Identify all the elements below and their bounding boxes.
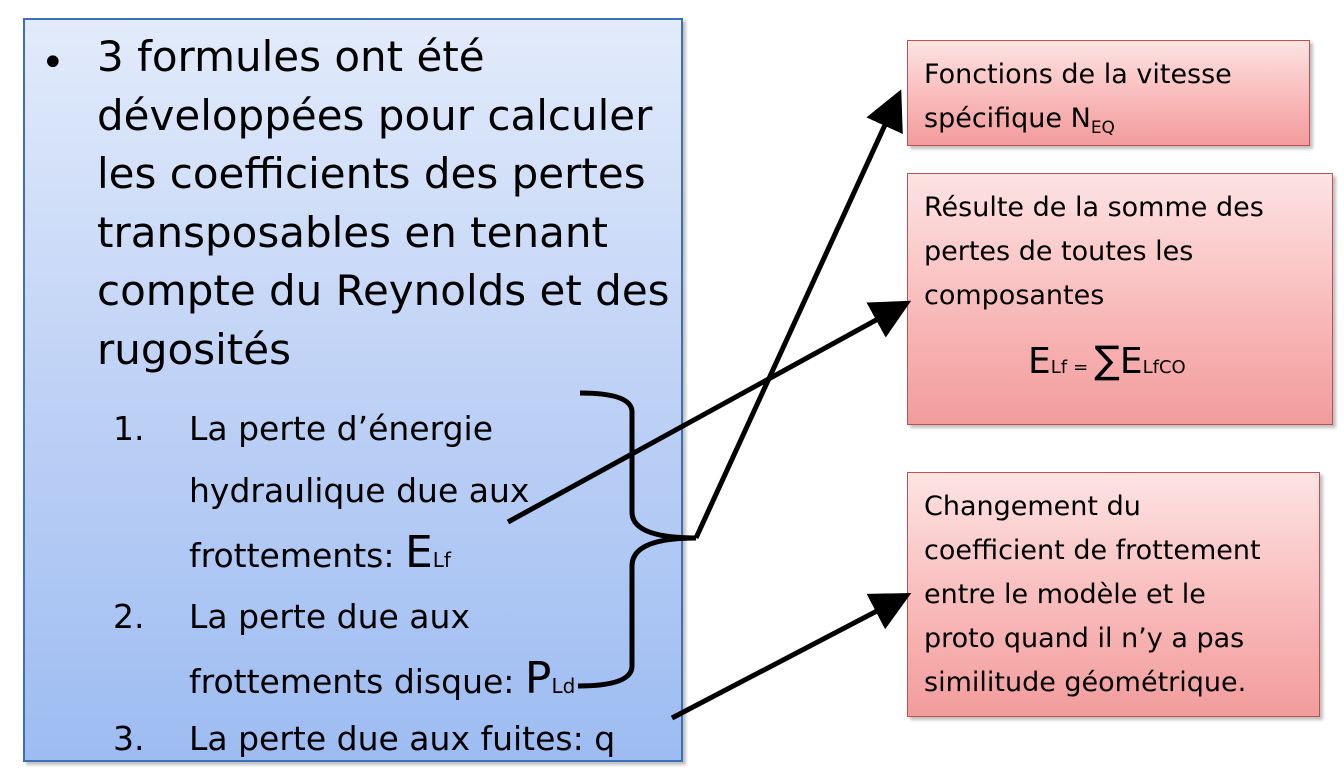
formula-equals: = bbox=[1073, 357, 1089, 378]
formula-rhs-sub: LfCO bbox=[1142, 357, 1186, 378]
sum-line3: composantes bbox=[924, 280, 1105, 311]
item-number-1: 1. bbox=[113, 409, 145, 448]
item-1-symbol: E bbox=[404, 527, 433, 578]
item-1-symbol-sub: Lf bbox=[432, 548, 451, 572]
speed-line1: Fonctions de la vitesse bbox=[924, 59, 1232, 90]
formula-sum-symbol: ∑ bbox=[1094, 338, 1120, 382]
friction-line4: proto quand il n’y a pas bbox=[924, 623, 1245, 654]
bullet-text: 3 formules ont été développées pour calc… bbox=[97, 32, 670, 374]
formula-rhs: E bbox=[1119, 341, 1143, 382]
item-number-3: 3. bbox=[113, 719, 145, 758]
speed-sub: EQ bbox=[1090, 118, 1115, 138]
arrow-to-speed-box bbox=[693, 89, 903, 540]
sum-line1: Résulte de la somme des bbox=[924, 192, 1264, 223]
item-2-symbol-sub: Ld bbox=[551, 674, 576, 698]
item-3-text: La perte due aux fuites: q bbox=[189, 719, 616, 758]
item-1-line2: hydraulique due aux bbox=[189, 471, 530, 510]
formulas-box: • 3 formules ont été développées pour ca… bbox=[23, 18, 683, 762]
item-2-line2: frottements disque: PLd bbox=[189, 648, 669, 717]
item-1-line3: frottements: ELf bbox=[189, 522, 669, 591]
friction-line5: similitude géométrique. bbox=[924, 667, 1247, 698]
item-1-text: La perte d’énergie hydraulique due aux f… bbox=[189, 398, 669, 591]
sum-box: Résulte de la somme des pertes de toutes… bbox=[907, 173, 1333, 425]
friction-line2: coefficient de frottement bbox=[924, 535, 1261, 566]
item-2-symbol: P bbox=[524, 653, 552, 704]
formula-lhs: E bbox=[1028, 341, 1051, 382]
sum-line2: pertes de toutes les bbox=[924, 236, 1194, 267]
speed-line2: spécifique NEQ bbox=[924, 97, 1309, 150]
speed-box: Fonctions de la vitesse spécifique NEQ bbox=[907, 40, 1310, 146]
item-number-2: 2. bbox=[113, 597, 145, 636]
item-2-text: La perte due aux frottements disque: PLd bbox=[189, 586, 669, 717]
item-1-line1: La perte d’énergie bbox=[189, 409, 494, 448]
bullet-dot: • bbox=[41, 40, 65, 86]
friction-line3: entre le modèle et le bbox=[924, 579, 1206, 610]
item-2-line2-text: frottements disque: bbox=[189, 662, 525, 701]
item-1-line3-text: frottements: bbox=[189, 536, 405, 575]
friction-line1: Changement du bbox=[924, 491, 1141, 522]
speed-line2-text: spécifique N bbox=[924, 103, 1091, 134]
friction-box: Changement du coefficient de frottement … bbox=[907, 472, 1320, 717]
sum-formula: ELf=∑ELfCO bbox=[1028, 338, 1186, 390]
formula-lhs-sub: Lf bbox=[1050, 357, 1068, 378]
arrow-to-sum-box bbox=[506, 300, 912, 525]
arrow-to-friction-box bbox=[670, 593, 912, 721]
curly-brace bbox=[577, 390, 697, 689]
item-2-line1: La perte due aux bbox=[189, 597, 470, 636]
